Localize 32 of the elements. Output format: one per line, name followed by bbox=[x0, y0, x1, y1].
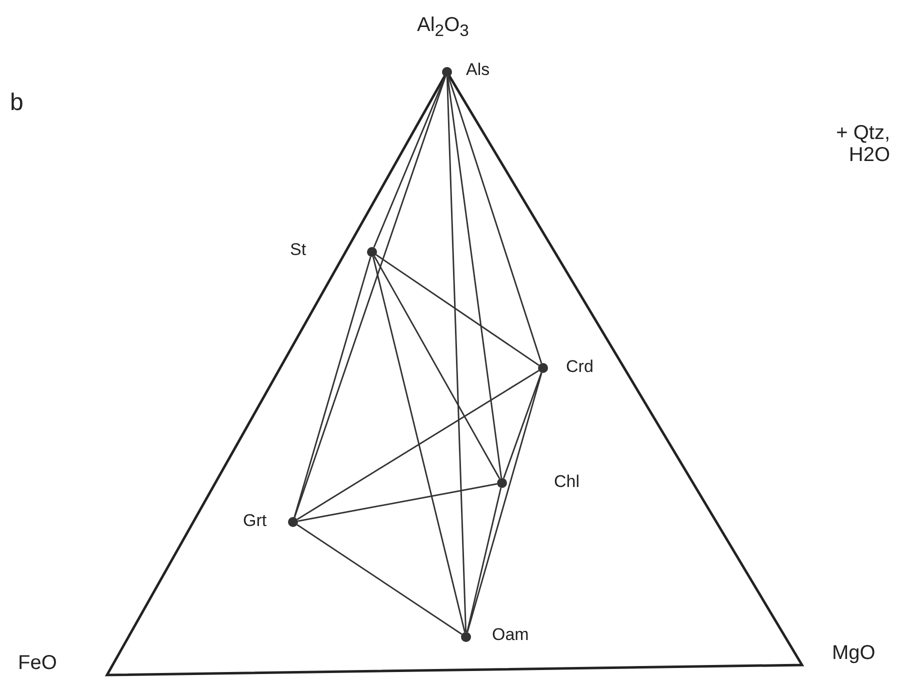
tie-line bbox=[298, 483, 498, 522]
phase-note: + Qtz, H2O bbox=[835, 122, 890, 166]
panel-letter: b bbox=[10, 92, 24, 114]
phase-label: Grt bbox=[243, 511, 267, 531]
phase-point bbox=[497, 478, 507, 488]
tie-line bbox=[374, 256, 500, 480]
tie-line bbox=[446, 76, 467, 632]
tie-line bbox=[372, 256, 466, 632]
corner-label: FeO bbox=[18, 652, 57, 674]
phase-label: Crd bbox=[566, 357, 594, 377]
phase-point bbox=[288, 517, 298, 527]
tie-line bbox=[502, 372, 542, 479]
tie-line bbox=[466, 372, 542, 632]
phase-point bbox=[442, 67, 452, 77]
tie-line bbox=[446, 76, 502, 478]
apex-label: Al$_{2}$O$_{3}$ bbox=[417, 14, 469, 42]
phase-label: St bbox=[290, 240, 306, 260]
tie-line bbox=[448, 76, 542, 364]
phase-point bbox=[367, 247, 377, 257]
phase-label: Chl bbox=[554, 472, 580, 492]
phase-label: Als bbox=[466, 60, 490, 80]
tie-line bbox=[466, 488, 502, 632]
tie-line bbox=[296, 370, 540, 520]
tie-line bbox=[376, 254, 540, 366]
corner-label: MgO bbox=[832, 642, 876, 664]
tie-line bbox=[294, 256, 372, 518]
phase-point bbox=[538, 363, 548, 373]
tie-line bbox=[294, 76, 446, 518]
phase-point bbox=[461, 632, 471, 642]
tie-line bbox=[296, 524, 462, 635]
tie-line bbox=[373, 76, 446, 248]
phase-label: Oam bbox=[492, 625, 529, 645]
